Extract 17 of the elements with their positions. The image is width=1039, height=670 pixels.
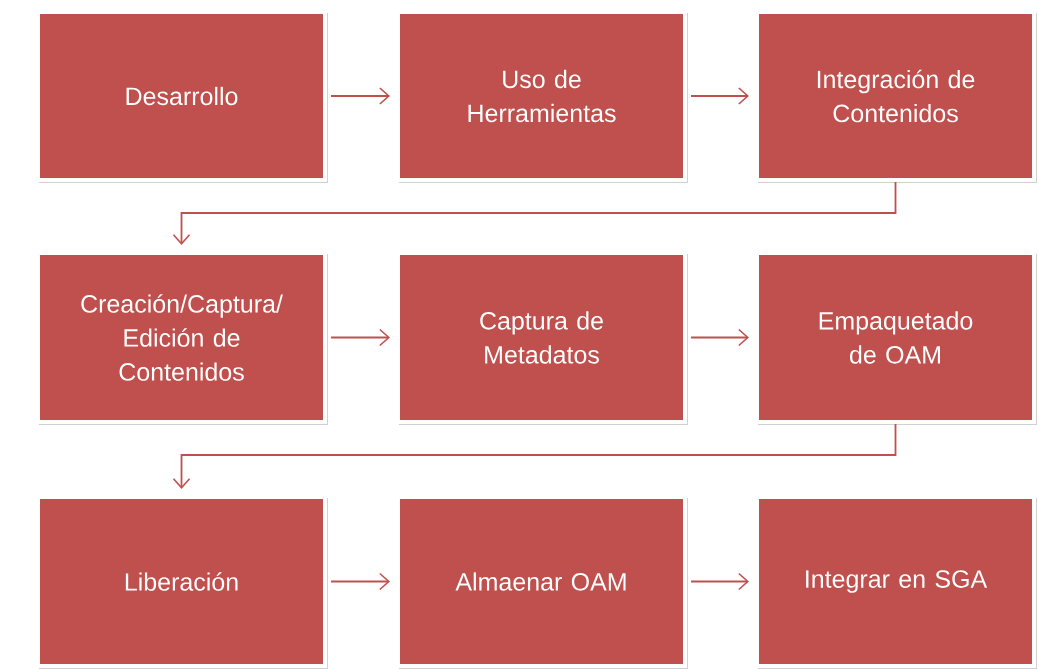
arrow (172, 181, 897, 245)
arrow (690, 87, 749, 105)
process-box: Almaenar OAM (396, 495, 688, 669)
process-box: Empaquetado de OAM (755, 251, 1037, 425)
arrow (330, 87, 390, 105)
arrow (690, 328, 749, 347)
process-box: Liberación (36, 495, 328, 669)
process-box: Creación/Captura/ Edición de Contenidos (36, 251, 328, 425)
arrow (690, 572, 749, 591)
process-box: Integración de Contenidos (755, 10, 1037, 183)
process-box: Uso de Herramientas (396, 10, 688, 183)
arrow (330, 328, 390, 347)
arrow (330, 572, 390, 591)
arrow (172, 423, 897, 489)
process-box: Integrar en SGA (755, 495, 1037, 669)
process-box: Desarrollo (36, 10, 328, 183)
process-box: Captura de Metadatos (396, 251, 688, 425)
